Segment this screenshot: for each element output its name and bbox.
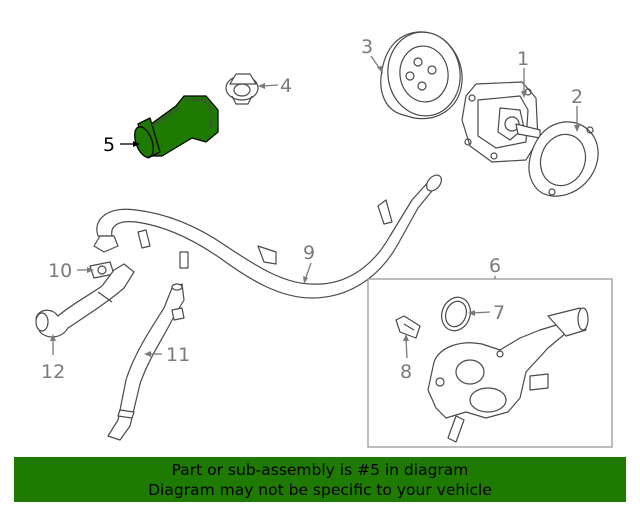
banner-line-disclaimer: Diagram may not be specific to your vehi… (148, 481, 492, 499)
part-8-sensor (395, 315, 421, 339)
callout-5: 5 (103, 134, 115, 156)
callout-3: 3 (361, 36, 373, 58)
callout-2: 2 (571, 86, 583, 108)
part-2-gasket (528, 121, 599, 197)
part-1-water-pump (461, 81, 541, 163)
callout-11: 11 (166, 344, 190, 366)
part-6-housing (427, 307, 589, 443)
part-info-banner: Part or sub-assembly is #5 in diagram Di… (14, 457, 626, 502)
part-6-assembly-box (367, 278, 613, 448)
part-5-arrowhead (133, 141, 140, 147)
part-7-o-ring (441, 296, 471, 332)
part-9-pipe (93, 174, 442, 299)
leader-arrowheads (50, 66, 580, 357)
part-11-tube (107, 283, 185, 441)
callout-10: 10 (48, 260, 72, 282)
callout-12: 12 (41, 361, 65, 383)
part-3-pulley (380, 31, 463, 120)
callout-labels: 1 2 3 4 5 6 7 8 9 10 11 12 (41, 36, 583, 383)
callout-9: 9 (303, 242, 315, 264)
callout-6: 6 (489, 255, 501, 277)
callout-4: 4 (280, 75, 292, 97)
part-12-hose (35, 263, 135, 338)
part-4-thermostat (225, 73, 259, 105)
callout-8: 8 (400, 361, 412, 383)
banner-line-part: Part or sub-assembly is #5 in diagram (171, 461, 469, 479)
callout-1: 1 (517, 48, 529, 70)
callout-7: 7 (493, 302, 505, 324)
part-5-water-outlet (134, 95, 219, 159)
